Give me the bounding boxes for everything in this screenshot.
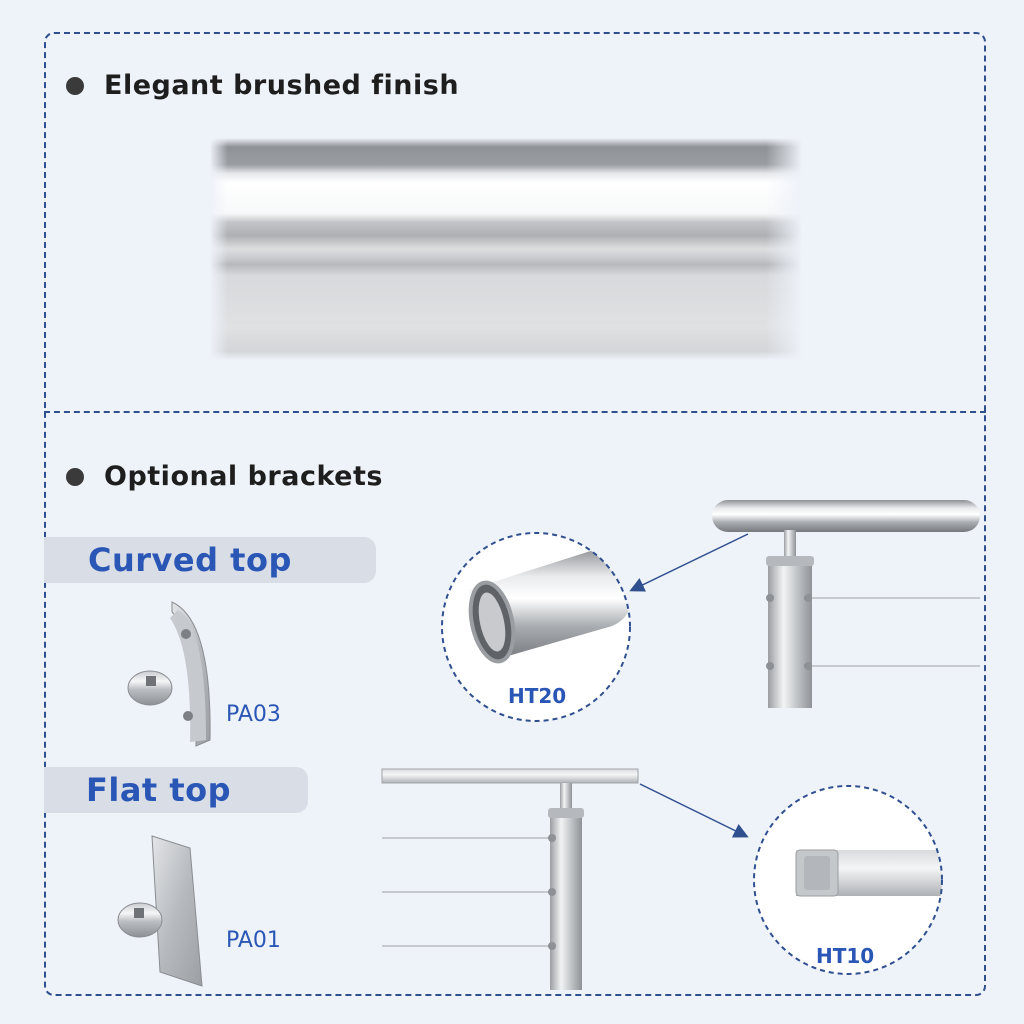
brackets-heading: Optional brackets (66, 461, 383, 492)
brushed-finish-swatch (210, 138, 802, 360)
flat-top-text: Flat top (86, 771, 232, 809)
ht10-pointer-arrow (639, 783, 749, 838)
ht20-code: HT20 (508, 684, 567, 708)
bullet-icon (66, 76, 84, 95)
flat-top-label: Flat top (44, 767, 308, 813)
ht20-detail-circle (441, 532, 631, 722)
curved-top-text: Curved top (88, 541, 292, 579)
finish-heading: Elegant brushed finish (66, 70, 459, 101)
ht10-code: HT10 (816, 944, 875, 968)
flat-handrail-post (381, 768, 639, 990)
finish-heading-text: Elegant brushed finish (104, 70, 460, 101)
bullet-icon (66, 467, 84, 486)
ht20-pointer-arrow (629, 533, 749, 592)
ht10-detail-circle (753, 785, 943, 975)
flat-bracket-code: PA01 (226, 928, 281, 953)
section-divider (44, 411, 986, 413)
curved-top-label: Curved top (44, 537, 376, 583)
round-handrail-post (712, 500, 980, 708)
outer-dashed-frame (44, 32, 986, 996)
flat-bracket-image (117, 835, 203, 987)
curved-bracket-image (127, 601, 211, 747)
curved-bracket-code: PA03 (226, 702, 281, 727)
brackets-heading-text: Optional brackets (104, 461, 383, 492)
